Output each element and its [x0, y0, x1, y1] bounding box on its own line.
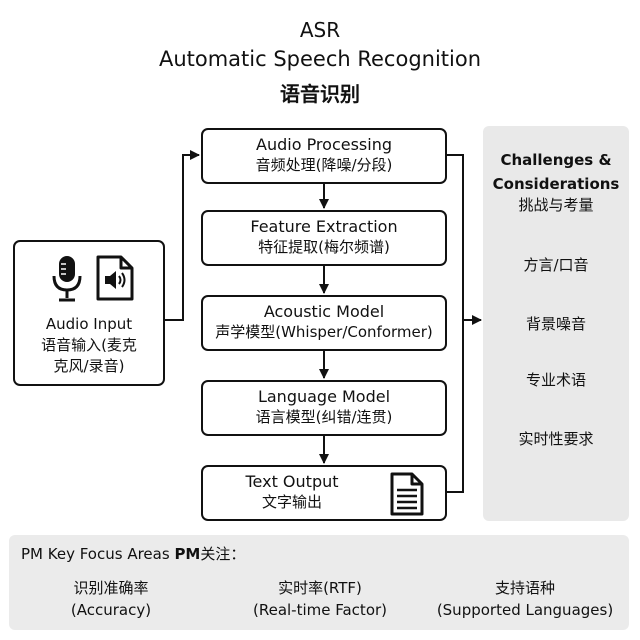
pm-heading-bold: PM	[174, 545, 201, 563]
step-audio-processing: Audio Processing 音频处理(降噪/分段)	[201, 128, 447, 184]
challenge-item: 专业术语	[525, 371, 586, 389]
challenges-heading: Challenges & Considerations	[483, 148, 629, 196]
pm-focus-en: (Supported Languages)	[436, 601, 614, 619]
challenge-item: 方言/口音	[523, 256, 589, 274]
pm-focus-languages: 支持语种 (Supported Languages)	[425, 577, 625, 621]
step-language-model: Language Model 语言模型(纠错/连贯)	[201, 380, 447, 436]
challenges-heading-zh: 挑战与考量	[518, 196, 594, 214]
bracket-top	[447, 154, 464, 320]
pm-heading: PM Key Focus Areas PM关注：	[21, 543, 245, 564]
step-subtitle: 音频处理(降噪/分段)	[255, 156, 393, 174]
document-icon	[390, 472, 424, 516]
pm-heading-suffix: 关注：	[200, 545, 246, 563]
pm-heading-prefix: PM Key Focus Areas	[21, 545, 175, 563]
step-subtitle: 声学模型(Whisper/Conformer)	[215, 323, 433, 341]
step-subtitle: 语言模型(纠错/连贯)	[255, 408, 393, 426]
step-title: Feature Extraction	[250, 217, 398, 236]
step-subtitle: 特征提取(梅尔频谱)	[258, 238, 390, 256]
audio-input-label-en: Audio Input	[45, 315, 133, 333]
title-english: Automatic Speech Recognition	[158, 47, 482, 71]
step-title: Language Model	[257, 387, 391, 406]
challenge-item: 实时性要求	[518, 430, 594, 448]
step-feature-extraction: Feature Extraction 特征提取(梅尔频谱)	[201, 210, 447, 266]
title-chinese: 语音识别	[280, 82, 360, 106]
pm-focus-rtf: 实时率(RTF) (Real-time Factor)	[220, 577, 420, 621]
audio-input-label-zh-1: 语音输入(麦克	[41, 336, 137, 354]
arrow-input-to-processing	[165, 150, 200, 321]
audio-input-box: Audio Input 语音输入(麦克 克风/录音)	[13, 240, 165, 386]
step-title: Text Output	[245, 472, 339, 491]
step-title: Audio Processing	[256, 135, 392, 154]
bracket-bottom	[447, 320, 464, 493]
pm-focus-panel: PM Key Focus Areas PM关注： 识别准确率 (Accuracy…	[9, 535, 629, 630]
pm-focus-zh: 实时率(RTF)	[278, 579, 362, 597]
step-title: Acoustic Model	[263, 302, 385, 321]
pm-focus-en: (Real-time Factor)	[252, 601, 388, 619]
pm-focus-accuracy: 识别准确率 (Accuracy)	[11, 577, 211, 621]
challenges-heading-line1: Challenges &	[500, 151, 612, 169]
pm-focus-en: (Accuracy)	[70, 601, 152, 619]
challenges-panel: Challenges & Considerations 挑战与考量 方言/口音 …	[483, 126, 629, 521]
microphone-icon	[52, 256, 82, 302]
pm-focus-zh: 支持语种	[494, 579, 555, 597]
audio-file-icon	[96, 255, 134, 301]
challenge-item: 背景噪音	[525, 315, 586, 333]
step-text-output: Text Output 文字输出	[201, 465, 447, 521]
step-acoustic-model: Acoustic Model 声学模型(Whisper/Conformer)	[201, 295, 447, 351]
challenges-heading-line2: Considerations	[492, 175, 620, 193]
audio-input-label-zh-2: 克风/录音)	[53, 357, 125, 375]
step-subtitle: 文字输出	[261, 493, 322, 511]
pm-focus-zh: 识别准确率	[73, 579, 149, 597]
title-abbreviation: ASR	[299, 18, 341, 42]
audio-input-label: Audio Input 语音输入(麦克 克风/录音)	[15, 314, 163, 377]
